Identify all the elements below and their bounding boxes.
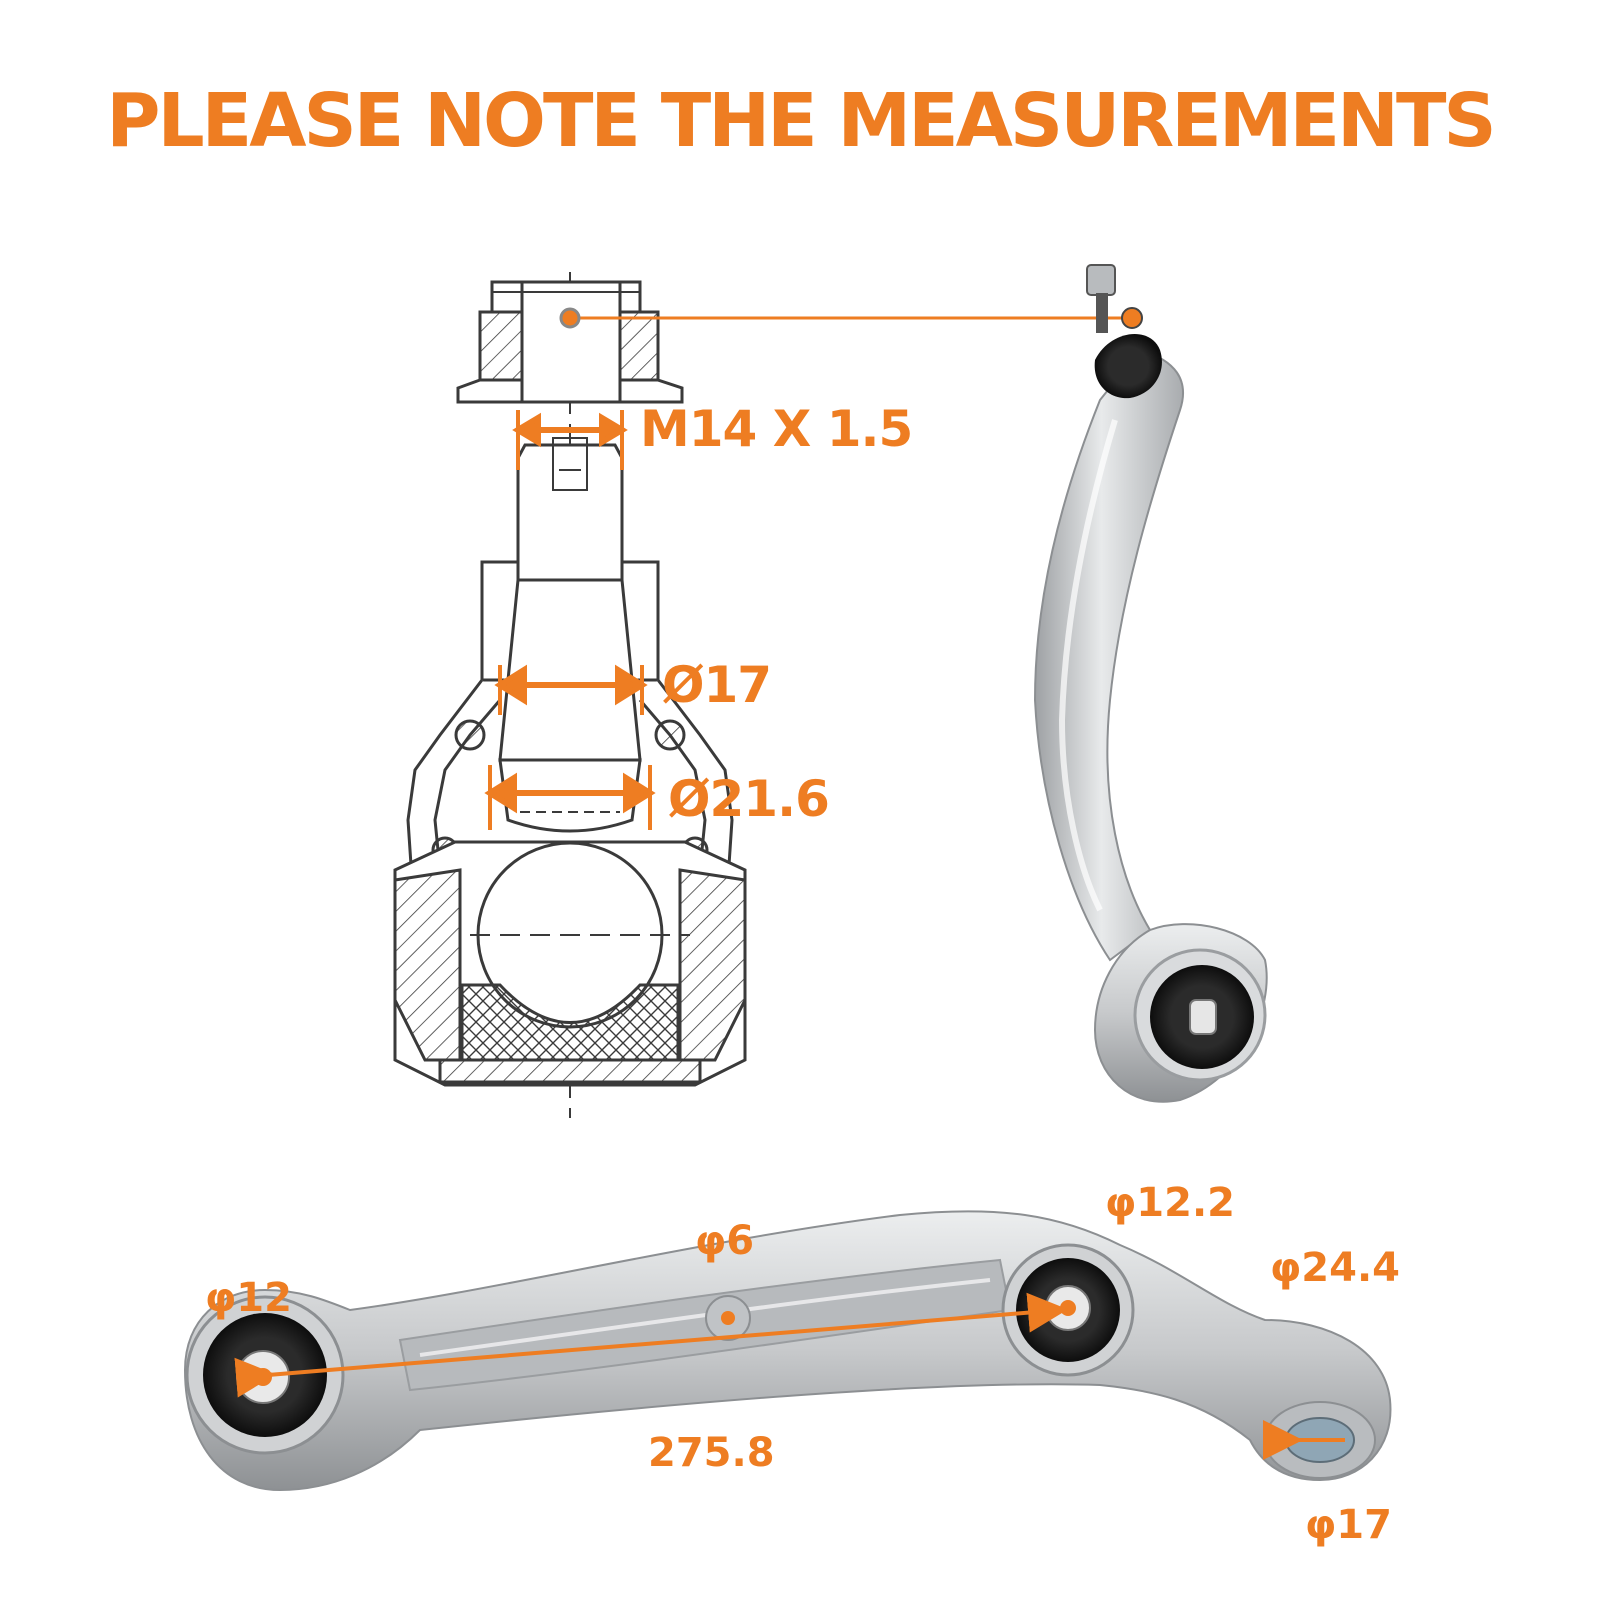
ball-joint-dimensions — [484, 410, 656, 830]
ball-joint-drawing — [393, 272, 747, 1118]
mid-bushing-label: φ12.2 — [1105, 1180, 1235, 1226]
leader-line — [559, 307, 1132, 329]
left-bushing-label: φ12 — [205, 1275, 292, 1321]
length-label: 275.8 — [648, 1430, 775, 1476]
taper-small-label: Ø17 — [662, 656, 772, 714]
center-hole-label: φ6 — [695, 1218, 755, 1264]
thread-label: M14 X 1.5 — [640, 400, 913, 458]
right-eye-outer-label: φ24.4 — [1270, 1245, 1400, 1291]
control-arm-side-photo — [1033, 264, 1268, 1103]
page-title: PLEASE NOTE THE MEASUREMENTS — [106, 78, 1496, 164]
right-eye-inner-label: φ17 — [1305, 1502, 1392, 1548]
nut-section — [456, 280, 684, 404]
control-arm-top-photo — [183, 1210, 1392, 1492]
arm-dimensions — [234, 1292, 1345, 1460]
taper-large-label: Ø21.6 — [668, 770, 830, 828]
